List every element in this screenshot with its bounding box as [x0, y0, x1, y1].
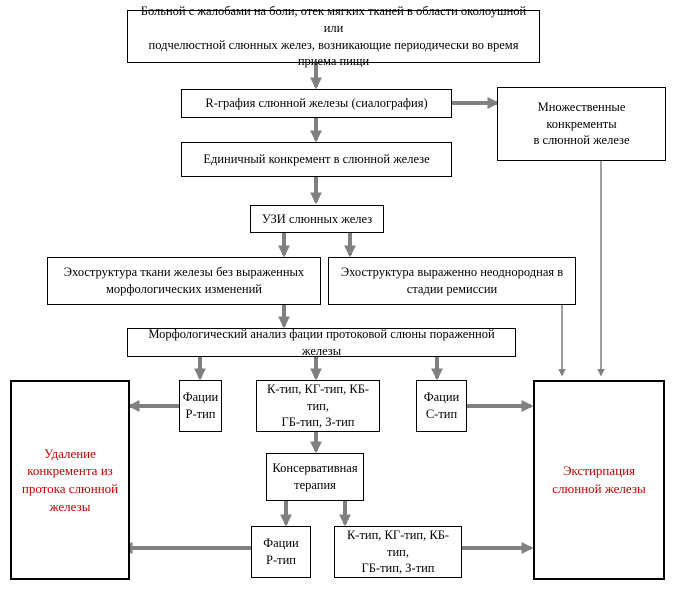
complaint-box: Больной с жалобами на боли, отек мягких … — [127, 4, 540, 68]
removal-outcome-box: Удаление конкремента из протока слюнной … — [10, 380, 130, 580]
ultrasound-box: УЗИ слюнных желез — [250, 205, 384, 233]
morph-analysis-box: Морфологический анализ фации протоковой … — [127, 327, 516, 358]
echo-normal-box: Эхоструктура ткани железы без выраженных… — [47, 257, 321, 305]
facies-r-type-box: Фации Р-тип — [179, 380, 222, 432]
facies-s-type-box: Фации С-тип — [416, 380, 467, 432]
types-list-box-2: К-тип, КГ-тип, КБ-тип, ГБ-тип, З-тип — [334, 526, 462, 578]
extirpation-outcome-box: Экстирпация слюнной железы — [533, 380, 665, 580]
conservative-therapy-box: Консервативная терапия — [266, 453, 364, 501]
echo-heterogeneous-box: Эхоструктура выраженно неоднородная в ст… — [328, 257, 576, 305]
radiography-box: R-графия слюнной железы (сиалография) — [181, 89, 452, 118]
types-list-box: К-тип, КГ-тип, КБ-тип, ГБ-тип, З-тип — [256, 380, 380, 432]
facies-r-type-box-2: Фации Р-тип — [251, 526, 311, 578]
single-stone-box: Единичный конкремент в слюнной железе — [181, 142, 452, 177]
multiple-stones-box: Множественные конкременты в слюнной желе… — [497, 87, 666, 161]
